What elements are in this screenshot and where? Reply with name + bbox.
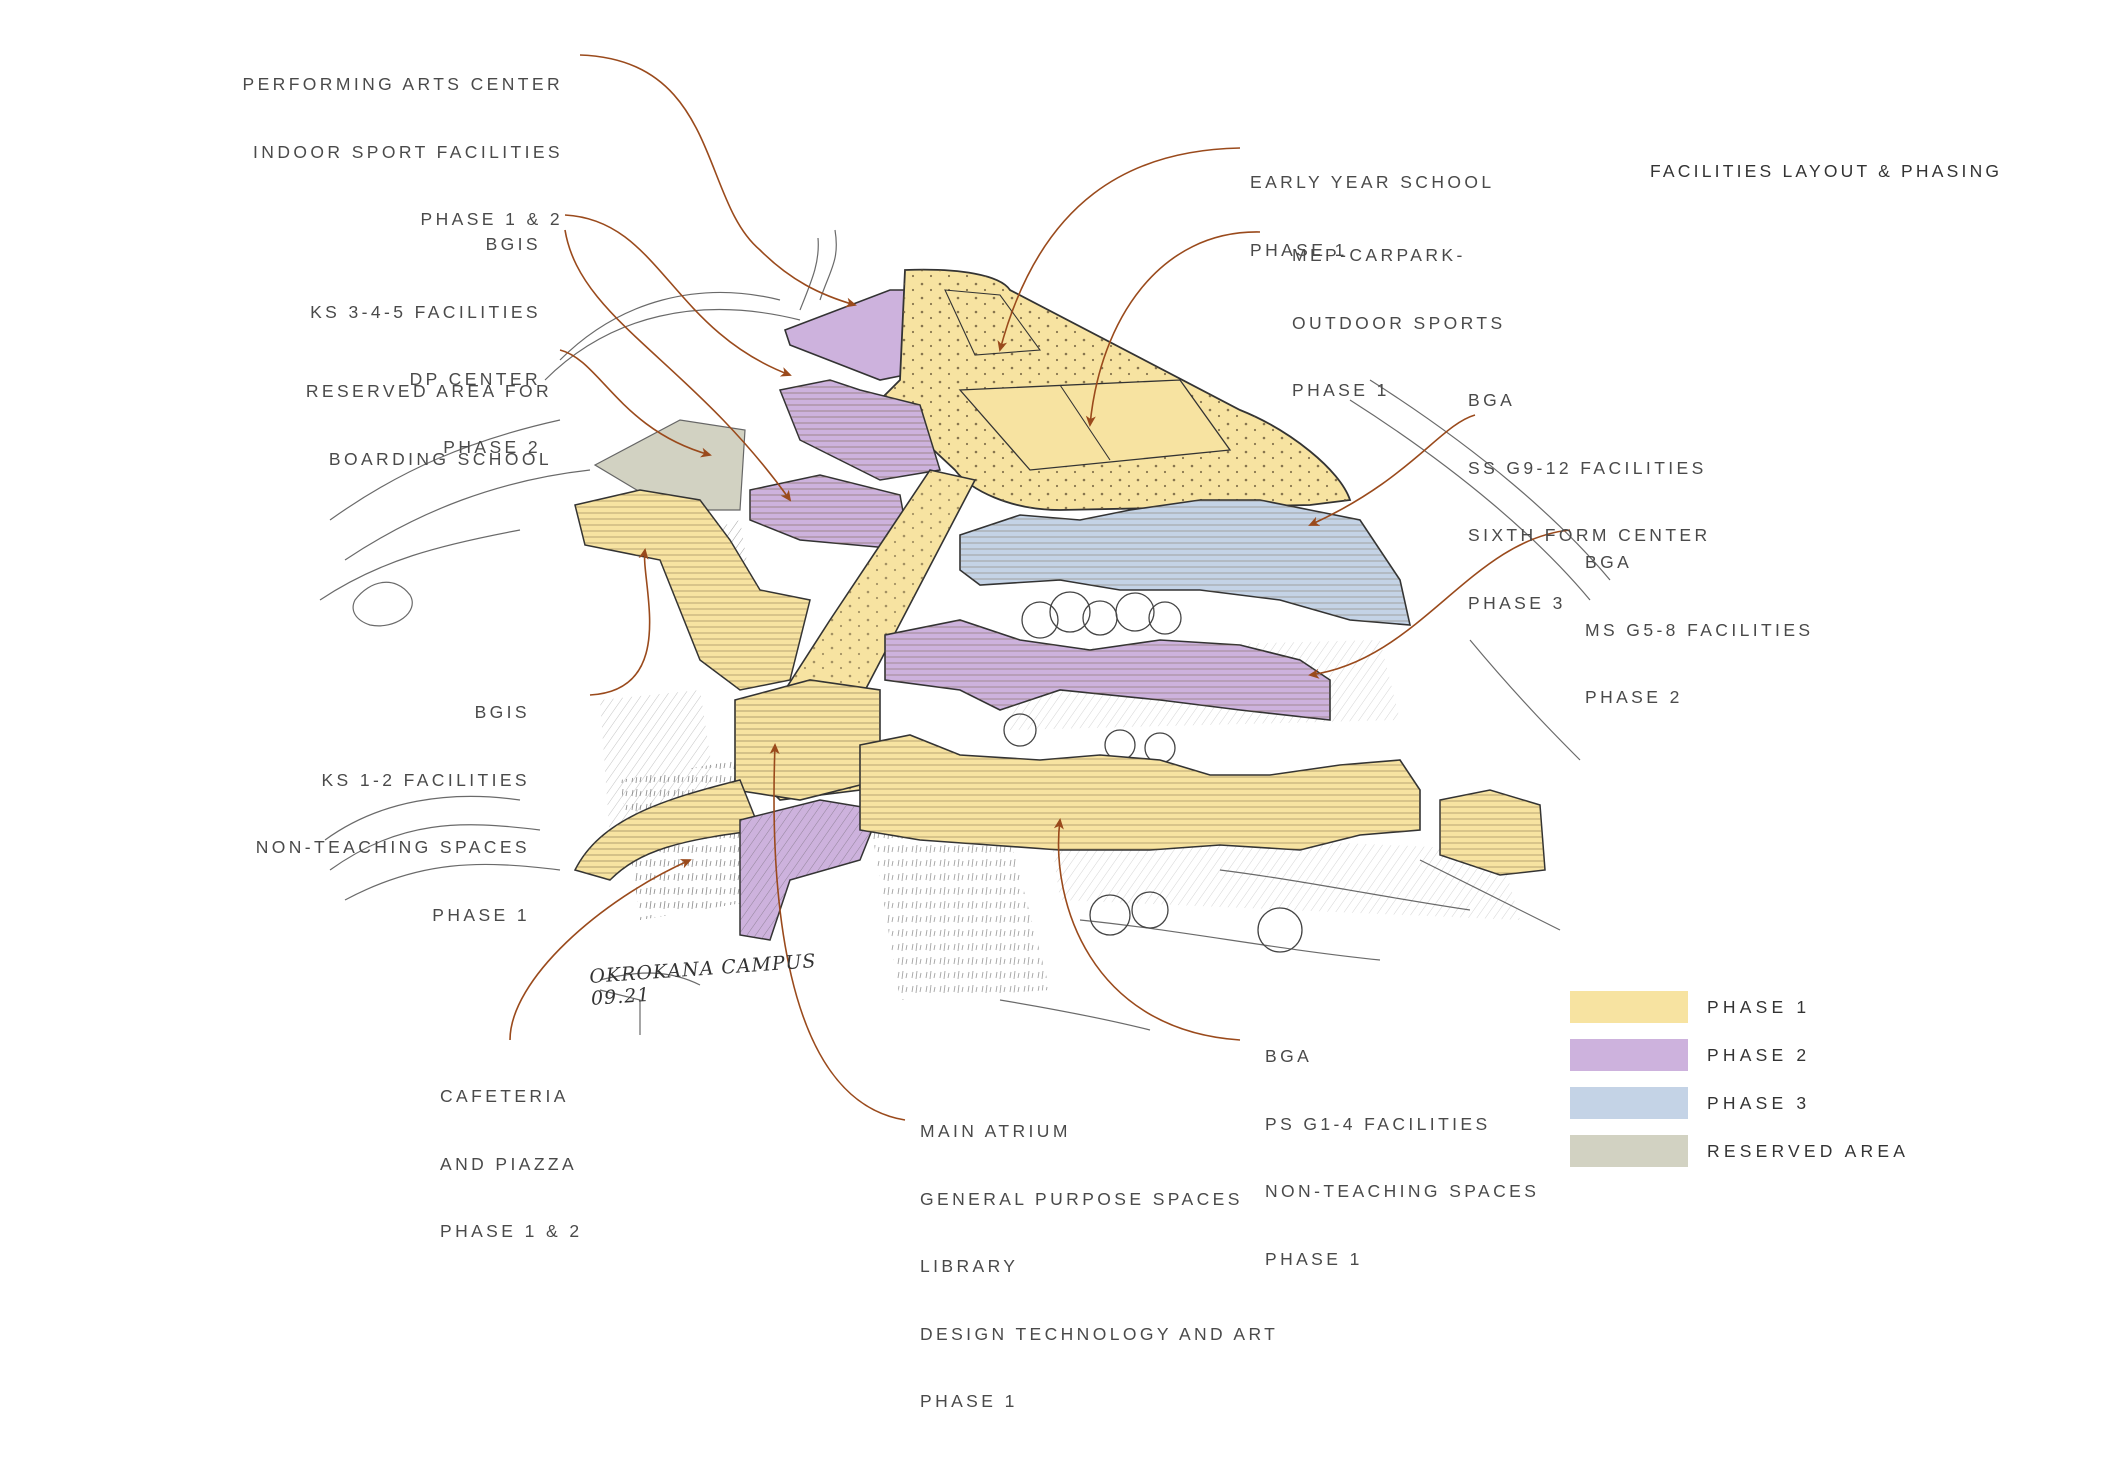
bga-ss-blocks xyxy=(959,499,1412,626)
label-line: DESIGN TECHNOLOGY AND ART xyxy=(920,1323,1279,1344)
label-early-year: EARLY YEAR SCHOOL PHASE 1 xyxy=(1250,126,1495,306)
legend-label-phase2: PHASE 2 xyxy=(1707,1045,1811,1065)
label-line: NON-TEACHING SPACES xyxy=(1265,1181,1540,1201)
leader-ks12 xyxy=(589,548,651,696)
label-line: OUTDOOR SPORTS xyxy=(1292,312,1506,333)
label-cafeteria: CAFETERIA AND PIAZZA PHASE 1 & 2 xyxy=(440,1040,582,1288)
label-line: PHASE 3 xyxy=(1468,592,1566,613)
leader-ms xyxy=(1308,529,1571,679)
label-line: AND PIAZZA xyxy=(440,1153,578,1174)
bga-ps-blocks xyxy=(859,734,1546,876)
legend-swatch-phase3 xyxy=(1570,1087,1688,1119)
legend-swatch-phase2 xyxy=(1570,1039,1688,1071)
label-line: PS G1-4 FACILITIES xyxy=(1265,1113,1491,1134)
label-line: BGIS xyxy=(474,702,530,722)
campus-sketch xyxy=(319,54,1611,1121)
leader-reserved xyxy=(559,349,712,458)
label-mep: MEP-CARPARK- OUTDOOR SPORTS PHASE 1 xyxy=(1292,199,1506,447)
label-line: SIXTH FORM CENTER xyxy=(1468,525,1711,545)
trees xyxy=(1003,591,1303,953)
label-line: BGA xyxy=(1468,390,1516,410)
label-line: EARLY YEAR SCHOOL xyxy=(1250,172,1495,192)
label-line: PHASE 1 xyxy=(920,1391,1018,1411)
label-bga-ms: BGA MS G5-8 FACILITIES PHASE 2 xyxy=(1585,506,1813,754)
campus-diagram: FACILITIES LAYOUT & PHASING PERFORMING A… xyxy=(243,28,2003,1411)
leader-ks345-a xyxy=(564,214,792,377)
label-line: PHASE 2 xyxy=(1585,687,1683,707)
label-line: PHASE 1 xyxy=(432,904,530,925)
label-line: PHASE 1 & 2 xyxy=(420,209,563,229)
label-line: INDOOR SPORT FACILITIES xyxy=(253,141,563,162)
leader-ss xyxy=(1308,414,1476,526)
label-line: NON-TEACHING SPACES xyxy=(255,837,530,857)
label-line: BOARDING SCHOOL xyxy=(328,448,552,469)
label-line: PHASE 1 & 2 xyxy=(440,1221,583,1241)
label-line: PHASE 2 xyxy=(443,436,541,457)
label-line: BGA xyxy=(1265,1046,1313,1066)
label-performing-arts: PERFORMING ARTS CENTER INDOOR SPORT FACI… xyxy=(243,28,563,276)
legend-label-phase3: PHASE 3 xyxy=(1707,1093,1811,1113)
label-line: CAFETERIA xyxy=(440,1086,569,1106)
label-line: MS G5-8 FACILITIES xyxy=(1585,619,1814,640)
label-line: BGA xyxy=(1585,552,1633,572)
page-title: FACILITIES LAYOUT & PHASING xyxy=(1650,161,2003,181)
bga-ms-blocks xyxy=(884,619,1331,721)
leader-performing-arts xyxy=(579,54,857,308)
legend-label-phase1: PHASE 1 xyxy=(1707,997,1811,1017)
label-bga-ss: BGA SS G9-12 FACILITIES SIXTH FORM CENTE… xyxy=(1468,344,1711,659)
label-bga-ps: BGA PS G1-4 FACILITIES NON-TEACHING SPAC… xyxy=(1265,1000,1539,1315)
label-line: PHASE 1 xyxy=(1265,1248,1363,1269)
legend-label-reserved: RESERVED AREA xyxy=(1707,1141,1910,1161)
leader-atrium xyxy=(769,743,906,1121)
legend-swatch-phase1 xyxy=(1570,991,1688,1023)
leader-early-year xyxy=(997,147,1241,352)
leader-cafeteria xyxy=(509,859,692,1041)
label-line: MEP-CARPARK- xyxy=(1292,245,1466,265)
label-main-atrium: MAIN ATRIUM GENERAL PURPOSE SPACES LIBRA… xyxy=(920,1075,1278,1458)
label-line: SS G9-12 FACILITIES xyxy=(1468,457,1707,478)
label-line: MAIN ATRIUM xyxy=(920,1121,1071,1141)
label-bgis-ks345: BGIS KS 3-4-5 FACILITIES DP CENTER PHASE… xyxy=(310,188,541,503)
leader-mep xyxy=(1085,231,1261,427)
legend-swatch-reserved xyxy=(1570,1135,1688,1167)
leader-ps xyxy=(1053,818,1241,1041)
label-line: KS 1-2 FACILITIES xyxy=(321,769,530,790)
leader-lines xyxy=(509,54,1571,1121)
label-reserved-boarding: RESERVED AREA FOR BOARDING SCHOOL xyxy=(306,335,552,515)
leader-ks345-b xyxy=(564,229,792,502)
label-line: PERFORMING ARTS CENTER xyxy=(242,74,563,94)
label-line: GENERAL PURPOSE SPACES xyxy=(920,1188,1243,1209)
label-line: PHASE 1 xyxy=(1292,380,1390,400)
label-line: DP CENTER xyxy=(409,369,541,389)
label-bgis-ks12: BGIS KS 1-2 FACILITIES NON-TEACHING SPAC… xyxy=(256,656,530,971)
label-line: KS 3-4-5 FACILITIES xyxy=(310,301,541,322)
label-line: BGIS xyxy=(485,234,541,254)
label-line: PHASE 1 xyxy=(1250,239,1348,260)
label-line: LIBRARY xyxy=(920,1256,1019,1276)
label-line: RESERVED AREA FOR xyxy=(305,381,552,401)
early-year-court xyxy=(944,289,1042,356)
